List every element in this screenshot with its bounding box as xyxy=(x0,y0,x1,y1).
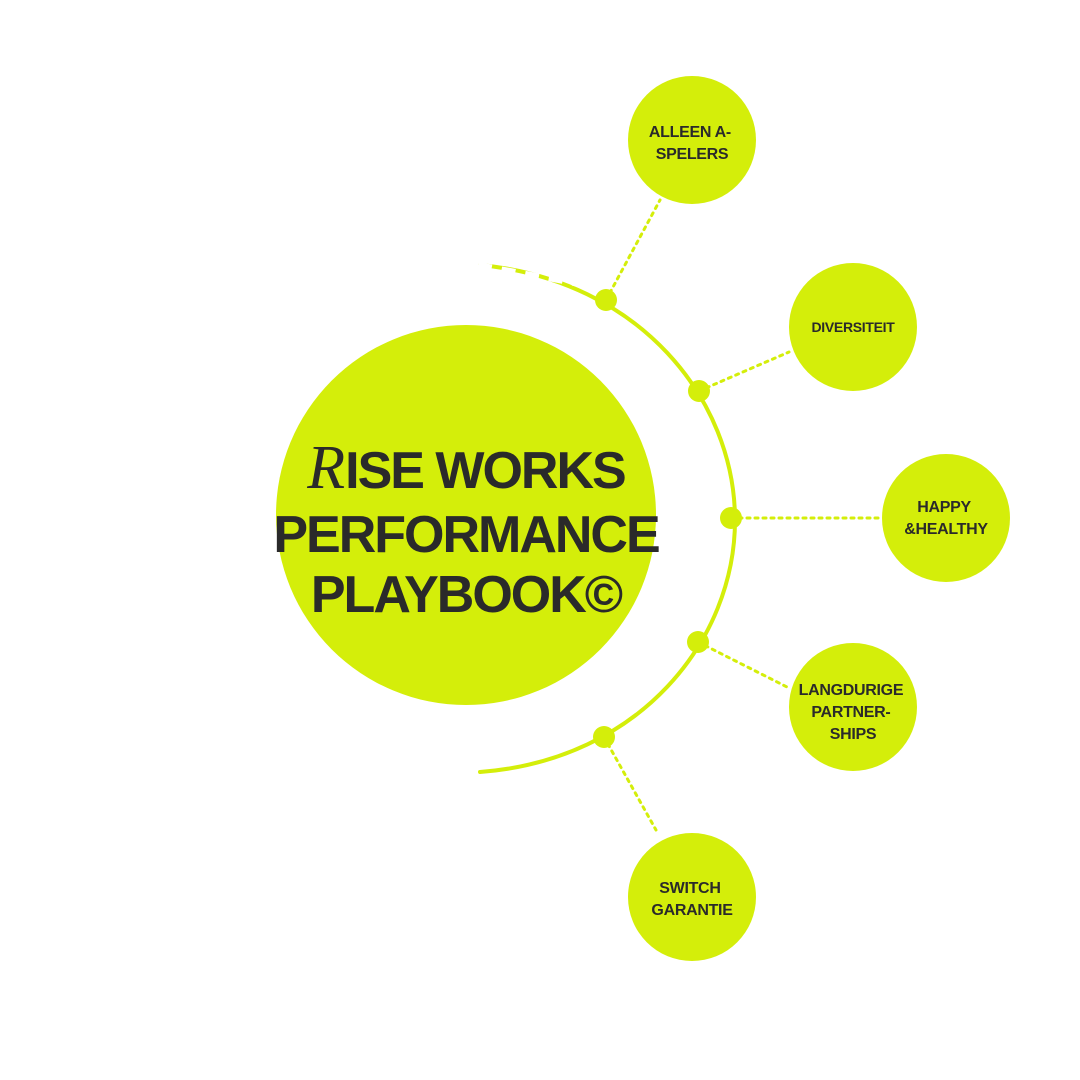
node-circle xyxy=(789,263,917,391)
junction-dot xyxy=(688,380,710,402)
connector-line xyxy=(602,735,658,832)
hub-title-line3: PLAYBOOK© xyxy=(311,566,623,624)
connector-line xyxy=(697,350,791,393)
node-label: LANGDURIGE PARTNER- SHIPS xyxy=(799,682,908,743)
node-alleen-a-spelers: ALLEEN A- SPELERS xyxy=(628,76,756,204)
node-diversiteit: DIVERSITEIT xyxy=(789,263,917,391)
hub-title-line1: RISE WORKS xyxy=(306,434,625,502)
connectors xyxy=(602,198,884,832)
node-label-line: LANGDURIGE xyxy=(799,682,904,699)
junction-dot xyxy=(720,507,742,529)
node-switch-garantie: SWITCH GARANTIE xyxy=(628,833,756,961)
connector-line xyxy=(696,640,791,690)
node-label-line: GARANTIE xyxy=(651,902,733,919)
junction-dot xyxy=(687,631,709,653)
node-label-line: HAPPY xyxy=(917,499,971,516)
node-label: ALLEEN A- SPELERS xyxy=(649,124,735,163)
hub: RISE WORKS PERFORMANCE PLAYBOOK© xyxy=(273,325,661,705)
node-circle xyxy=(882,454,1010,582)
node-label-line: SPELERS xyxy=(656,146,729,163)
node-label-line: &HEALTHY xyxy=(904,521,988,538)
node-label-line: SHIPS xyxy=(830,726,877,743)
node-label: DIVERSITEIT xyxy=(811,319,895,335)
hub-title-initial: R xyxy=(306,434,345,502)
hub-title-line1-rest: ISE WORKS xyxy=(345,442,625,500)
node-label: SWITCH GARANTIE xyxy=(651,880,733,919)
node-langdurige-partnerships: LANGDURIGE PARTNER- SHIPS xyxy=(789,643,917,771)
node-label: HAPPY &HEALTHY xyxy=(904,499,988,538)
junction-dot xyxy=(593,726,615,748)
connector-line xyxy=(604,198,662,302)
junction-dots xyxy=(593,289,742,748)
outer-arc-dashed-start xyxy=(477,262,586,288)
hub-title-line2: PERFORMANCE xyxy=(273,506,659,564)
node-circle xyxy=(628,833,756,961)
node-happy-healthy: HAPPY &HEALTHY xyxy=(882,454,1010,582)
junction-dot xyxy=(595,289,617,311)
node-circle xyxy=(628,76,756,204)
hub-circle xyxy=(276,325,656,705)
node-label-line: DIVERSITEIT xyxy=(811,319,895,335)
node-label-line: PARTNER- xyxy=(811,704,890,721)
node-circle xyxy=(789,643,917,771)
node-label-line: SWITCH xyxy=(659,880,720,897)
node-label-line: ALLEEN A- xyxy=(649,124,731,141)
